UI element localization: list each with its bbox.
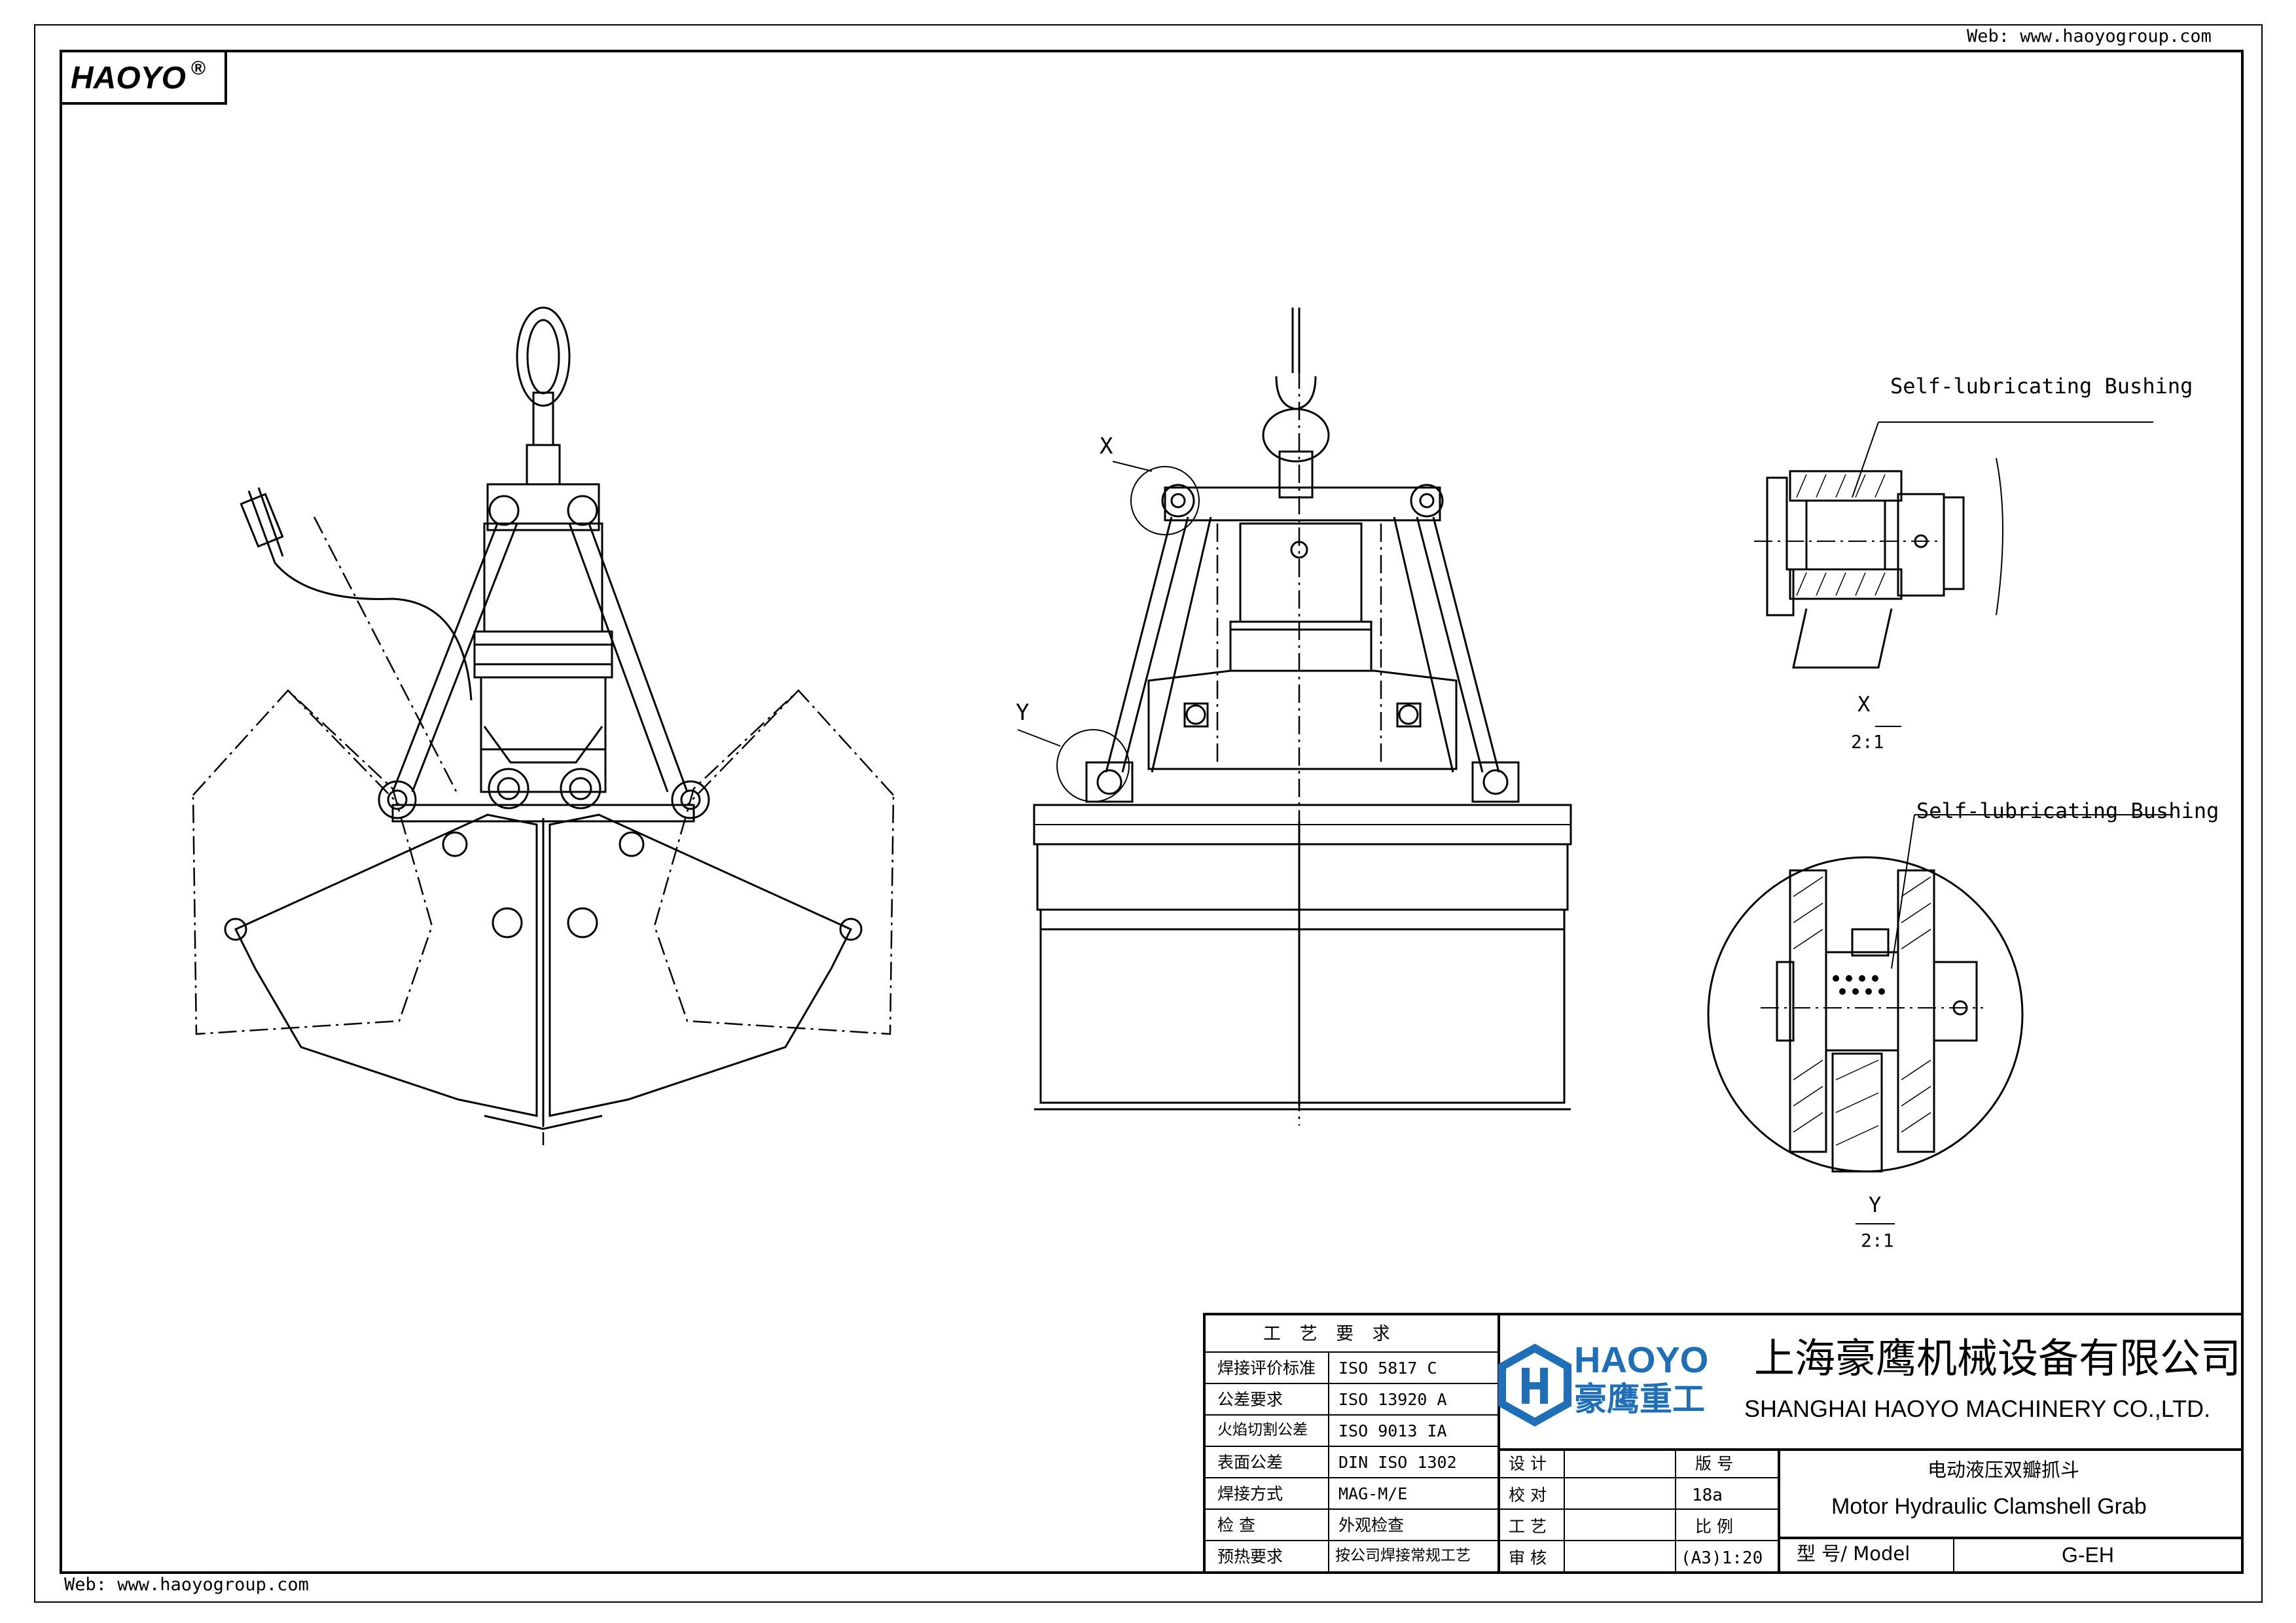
brand-box-reg: ® [191,58,206,79]
detail-x-scale: 2:1 [1851,731,1884,753]
requirement-label: 公差要求 [1217,1390,1283,1409]
role-label: 工 艺 [1509,1517,1547,1536]
brand-box [61,51,227,105]
detail-y [1707,814,2173,1224]
requirement-label: 焊接方式 [1217,1484,1283,1503]
title-block-frame [1203,1313,2244,1574]
web-address-bottom[interactable]: Web: www.haoyogroup.com [64,1575,309,1595]
requirement-value: ISO 13920 A [1338,1390,1447,1409]
requirements-header: 工 艺 要 求 [1263,1324,1397,1344]
role-label: 校 对 [1509,1486,1547,1505]
role-label: 设 计 [1509,1454,1547,1473]
requirement-value: ISO 9013 IA [1338,1421,1447,1440]
detail-x [1754,421,2153,727]
version-label: 版 号 [1695,1454,1733,1473]
scale-value: (A3)1:20 [1681,1548,1763,1568]
inner-frame [60,50,2244,1574]
detail-x-label: Self-lubricating Bushing [1890,374,2193,399]
product-name-cn: 电动液压双瓣抓斗 [1928,1459,2080,1481]
logo-word: HAOYO [1574,1339,1709,1380]
company-name-cn: 上海豪鹰机械设备有限公司 [1754,1334,2242,1382]
detail-x-name: X [1857,692,1871,717]
lifting-eye [516,306,571,407]
scale-label: 比 例 [1695,1517,1733,1536]
requirement-label: 火焰切割公差 [1217,1421,1308,1438]
company-name-en: SHANGHAI HAOYO MACHINERY CO.,LTD. [1744,1395,2211,1422]
detail-y-scale: 2:1 [1861,1230,1894,1251]
version-value: 18a [1692,1486,1723,1505]
outer-frame [34,24,2263,1603]
front-view [1017,308,1572,1111]
detail-y-hatch [1793,876,1931,1146]
requirement-label: 焊接评价标准 [1217,1359,1316,1378]
requirement-label: 检 查 [1217,1516,1255,1535]
detail-y-label: Self-lubricating Bushing [1916,798,2219,823]
requirement-value: ISO 5817 C [1338,1359,1437,1378]
role-label: 审 核 [1509,1548,1547,1567]
requirement-value: DIN ISO 1302 [1338,1453,1457,1472]
callout-y: Y [1016,700,1030,726]
callout-x: X [1100,433,1113,459]
detail-y-name: Y [1869,1192,1882,1217]
requirement-label: 预热要求 [1217,1547,1283,1566]
side-view [224,306,863,1130]
requirement-value: 外观检查 [1338,1516,1405,1535]
requirement-value: MAG-M/E [1338,1484,1408,1503]
brand-box-name: HAOYO [71,61,187,96]
product-name-en: Motor Hydraulic Clamshell Grab [1831,1494,2147,1519]
front-view-centerlines [1216,308,1382,1126]
logo-chinese: 豪鹰重工 [1574,1380,1705,1418]
model-value: G-EH [2062,1543,2114,1567]
title-block-grid [1204,1351,1954,1573]
requirement-value: 按公司焊接常规工艺 [1335,1547,1471,1564]
detail-y-bushing-dots [1833,975,1885,995]
model-label: 型 号/ Model [1797,1543,1910,1565]
requirement-label: 表面公差 [1217,1453,1283,1472]
detail-x-hatch [1796,474,1886,596]
web-address-top[interactable]: Web: www.haoyogroup.com [1967,26,2212,46]
side-view-phantom [192,516,895,1145]
haoyo-logo-icon [1498,1344,1571,1427]
